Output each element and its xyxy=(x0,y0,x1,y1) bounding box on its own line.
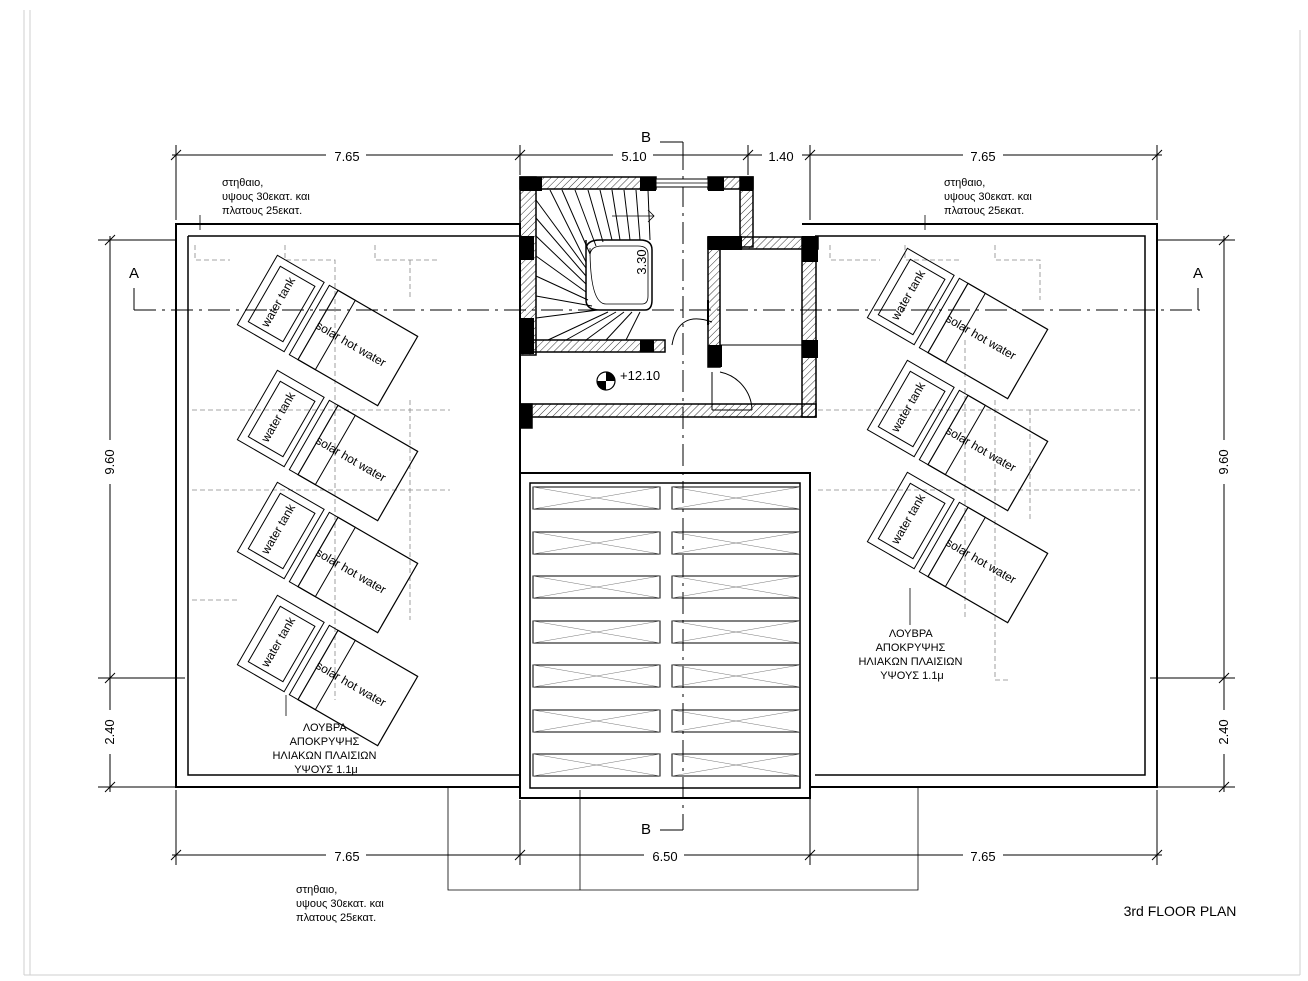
central-roof-block xyxy=(519,472,811,799)
solar-water-heater-unit: water tank solar hot water xyxy=(236,481,419,634)
stair-height-label: 3.30 xyxy=(634,249,649,274)
dim-top-right: 7.65 xyxy=(970,149,995,164)
water-tank-label: water tank xyxy=(258,389,299,446)
dim-right-lower: 2.40 xyxy=(1216,719,1231,744)
parapet-note-right: στηθαιο, υψους 30εκατ. και πλατους 25εκα… xyxy=(944,177,1035,217)
left-dimension-line xyxy=(98,234,185,793)
water-tank-label: water tank xyxy=(258,274,299,331)
solar-water-heater-unit: water tank solar hot water xyxy=(236,369,419,522)
solar-water-heater-unit: water tank solar hot water xyxy=(866,471,1049,624)
solar-hot-water-label: solar hot water xyxy=(943,423,1018,474)
section-line-b xyxy=(660,141,684,831)
skylight-panel xyxy=(532,664,661,688)
parapet-note-left: στηθαιο, υψους 30εκατ. και πλατους 25εκα… xyxy=(222,177,313,217)
dim-top-left: 7.65 xyxy=(334,149,359,164)
section-b-bottom-label: B xyxy=(641,821,651,838)
level-marker-icon xyxy=(596,371,616,391)
skylight-panel xyxy=(532,575,661,599)
solar-water-heater-unit: water tank solar hot water xyxy=(236,254,419,407)
stair-flight xyxy=(535,189,655,341)
skylight-panel xyxy=(671,709,801,733)
skylight-panel xyxy=(671,531,801,555)
dim-left-lower: 2.40 xyxy=(102,719,117,744)
dim-bottom-middle: 6.50 xyxy=(652,849,677,864)
dim-top-lift: 1.40 xyxy=(768,149,793,164)
skylight-panel xyxy=(532,531,661,555)
dim-top-stair: 5.10 xyxy=(621,149,646,164)
skylight-panel xyxy=(532,486,661,510)
sheet-frame xyxy=(23,10,1301,976)
drawing-title: 3rd FLOOR PLAN xyxy=(1124,903,1237,919)
section-a-left-label: A xyxy=(129,265,139,282)
solar-hot-water-label: solar hot water xyxy=(313,433,388,484)
level-label: +12.10 xyxy=(620,368,660,383)
solar-hot-water-label: solar hot water xyxy=(943,535,1018,586)
solar-water-heater-unit: water tank solar hot water xyxy=(866,247,1049,400)
louvre-note-left: ΛΟΥΒΡΑ ΑΠΟΚΡΥΨΗΣ ΗΛΙΑΚΩΝ ΠΛΑΙΣΙΩΝ ΥΨΟΥΣ … xyxy=(272,722,379,776)
water-tank-label: water tank xyxy=(258,614,299,671)
louvre-note-right: ΛΟΥΒΡΑ ΑΠΟΚΡΥΨΗΣ ΗΛΙΑΚΩΝ ΠΛΑΙΣΙΩΝ ΥΨΟΥΣ … xyxy=(858,628,965,682)
water-tank-label: water tank xyxy=(888,379,929,436)
dim-bottom-right: 7.65 xyxy=(970,849,995,864)
stair-core xyxy=(519,176,819,429)
right-roof xyxy=(802,223,1158,788)
leader-lines xyxy=(199,215,926,891)
water-tank-label: water tank xyxy=(888,267,929,324)
skylight-panel xyxy=(532,709,661,733)
water-tank-label: water tank xyxy=(258,501,299,558)
left-roof-below-outline xyxy=(192,245,450,700)
solar-hot-water-label: solar hot water xyxy=(313,658,388,709)
skylight-panel xyxy=(671,486,801,510)
section-line-a xyxy=(133,288,1200,311)
skylight-panel xyxy=(671,620,801,644)
solar-hot-water-label: solar hot water xyxy=(313,318,388,369)
parapet-note-bottom: στηθαιο, υψους 30εκατ. και πλατους 25εκα… xyxy=(296,884,387,924)
skylight-panel xyxy=(671,575,801,599)
skylight-panel xyxy=(671,753,801,777)
right-roof-below-outline xyxy=(818,245,1140,681)
left-roof xyxy=(175,223,521,788)
dim-right-upper: 9.60 xyxy=(1216,449,1231,474)
section-a-right-label: A xyxy=(1193,265,1203,282)
solar-hot-water-label: solar hot water xyxy=(313,545,388,596)
lift-shaft xyxy=(671,300,802,411)
dim-left-upper: 9.60 xyxy=(102,449,117,474)
section-b-top-label: B xyxy=(641,129,651,146)
solar-hot-water-label: solar hot water xyxy=(943,311,1018,362)
skylight-panel xyxy=(532,753,661,777)
solar-water-heater-unit: water tank solar hot water xyxy=(866,359,1049,512)
dim-bottom-left: 7.65 xyxy=(334,849,359,864)
water-tank-label: water tank xyxy=(888,491,929,548)
skylight-panel xyxy=(671,664,801,688)
skylight-grid xyxy=(532,486,801,777)
right-dimension-line xyxy=(1150,234,1235,793)
skylight-panel xyxy=(532,620,661,644)
